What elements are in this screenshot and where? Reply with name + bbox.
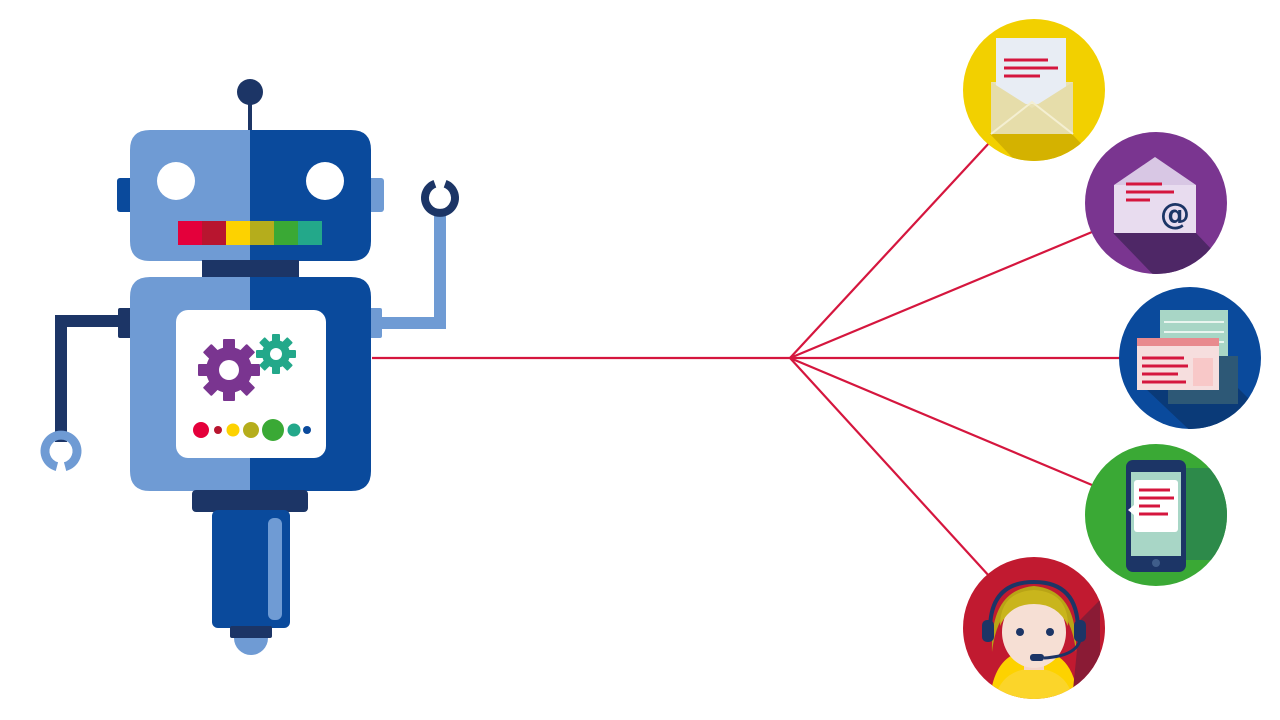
channel-letter-icon	[963, 19, 1105, 161]
robot-mouth-segment	[178, 221, 202, 245]
robot-claw-right	[421, 180, 459, 217]
robot-status-dot	[214, 426, 222, 434]
robot-mouth-segment	[250, 221, 274, 245]
robot-waist	[192, 490, 308, 512]
robot-claw-left	[40, 430, 82, 471]
connector-sms	[789, 356, 1093, 487]
headset-band	[988, 579, 1080, 631]
robot-foot	[230, 626, 272, 638]
connector-email	[789, 230, 1093, 360]
channel-call-center-icon	[963, 557, 1105, 699]
robot-status-dot	[243, 422, 259, 438]
robot-icon	[40, 79, 459, 655]
robot-mouth-segment	[298, 221, 322, 245]
robot-status-dot	[287, 423, 301, 437]
connector-letter	[789, 141, 991, 359]
headset-ear-left	[982, 620, 994, 642]
robot-mouth	[178, 221, 322, 245]
robot-leg-highlight	[268, 518, 282, 620]
robot-arm-left	[55, 315, 130, 442]
robot-foot-cap	[234, 638, 268, 655]
robot-mouth-segment	[202, 221, 226, 245]
gear-large-icon	[198, 339, 260, 401]
channel-sms-icon	[1085, 444, 1227, 586]
robot-status-dot	[303, 426, 311, 434]
agent-eye-left	[1016, 628, 1024, 636]
robot-mouth-segment	[274, 221, 298, 245]
robot-neck	[202, 260, 299, 278]
robot-shoulder-left	[118, 308, 132, 338]
channel-web-icon	[1119, 287, 1261, 429]
robot-status-dots	[193, 419, 311, 441]
channel-email-icon: @	[1085, 132, 1227, 274]
robot-arm-right	[372, 215, 446, 329]
robot-ear-left	[117, 178, 133, 212]
headset-mic	[1043, 639, 1082, 660]
gear-small-icon	[256, 334, 296, 374]
connector-call-center	[789, 357, 991, 578]
robot-eye-left	[157, 162, 195, 200]
agent-eye-right	[1046, 628, 1054, 636]
robot-ear-right	[368, 178, 384, 212]
robot-eye-right	[306, 162, 344, 200]
connector-lines	[372, 141, 1122, 578]
robot-shoulder-right	[368, 308, 382, 338]
robot-status-dot	[262, 419, 284, 441]
headset-ear-right	[1074, 620, 1086, 642]
robot-mouth-segment	[226, 221, 250, 245]
robot-status-dot	[226, 423, 240, 437]
email-at-symbol: @	[1160, 197, 1190, 232]
robot-antenna-tip	[237, 79, 263, 105]
robot-status-dot	[193, 422, 209, 438]
